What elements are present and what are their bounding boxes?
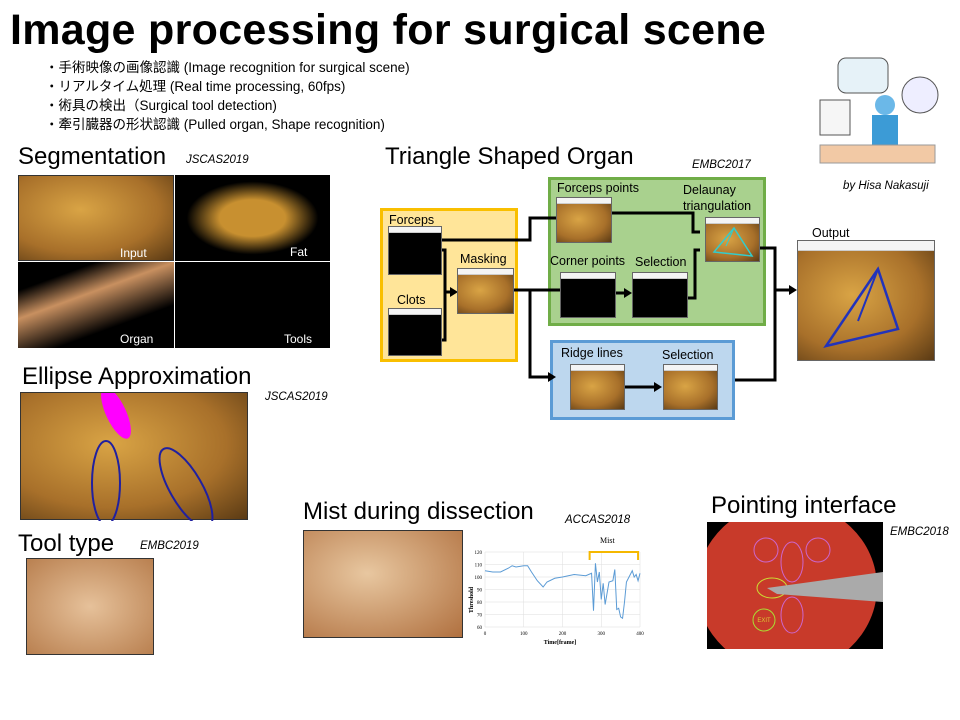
segmentation-ref: JSCAS2019: [186, 154, 249, 166]
y-tick-label: 90: [477, 589, 483, 594]
selection-window: [632, 272, 688, 318]
y-tick-label: 80: [477, 601, 483, 606]
forceps-window: [388, 226, 442, 275]
ridge-lines-window: [570, 364, 625, 410]
mist-ref: ACCAS2018: [565, 514, 631, 526]
x-tick-label: 200: [559, 632, 567, 637]
mist-bracket: [588, 551, 640, 560]
x-tick-label: 300: [598, 632, 606, 637]
mist-threshold-chart: Mist Time[frame] Threshold 60 70 80 90 100 11…: [469, 536, 644, 646]
segmentation-fat-image: Fat: [175, 175, 330, 261]
y-tick-label: 60: [477, 626, 483, 631]
forceps-points-window: [556, 197, 612, 243]
output-window: [797, 240, 935, 361]
x-tick-label: 100: [520, 632, 528, 637]
bullet-item: ・手術映像の画像認識 (Image recognition for surgic…: [45, 60, 410, 75]
ridge-selection-label: Selection: [662, 348, 714, 362]
bullet-item: ・牽引臓器の形状認識 (Pulled organ, Shape recognit…: [45, 117, 385, 132]
forceps-points-label: Forceps points: [557, 181, 639, 195]
chart-annotation: Mist: [600, 536, 615, 545]
ridge-selection-window: [663, 364, 718, 410]
y-axis-label: Threshold: [469, 586, 475, 613]
bullet-list: ・手術映像の画像認識 (Image recognition for surgic…: [45, 58, 410, 134]
image-label: Input: [120, 246, 147, 260]
forceps-label: Forceps: [389, 213, 435, 227]
pointing-heading: Pointing interface: [711, 492, 897, 519]
segmentation-organ-image: Organ: [18, 262, 174, 348]
tooltype-heading: Tool type: [18, 530, 115, 557]
image-label: Fat: [290, 245, 308, 259]
clots-label: Clots: [397, 293, 426, 307]
segmentation-tools-image: Tools: [175, 262, 330, 348]
selection-label: Selection: [635, 255, 687, 269]
delaunay-window: [705, 217, 760, 262]
y-tick-label: 110: [475, 564, 483, 569]
x-tick-label: 400: [636, 632, 644, 637]
ellipse-heading: Ellipse Approximation: [22, 363, 252, 390]
bullet-item: ・術具の検出（Surgical tool detection): [45, 98, 277, 113]
ellipse-ref: JSCAS2019: [265, 391, 328, 403]
image-label: Organ: [120, 332, 154, 346]
masking-window: [457, 268, 514, 314]
surgeon-illustration: [810, 50, 945, 170]
tooltype-ref: EMBC2019: [140, 540, 199, 552]
ridge-lines-label: Ridge lines: [561, 346, 623, 360]
image-label: Tools: [284, 332, 313, 346]
corner-points-label: Corner points: [550, 254, 626, 268]
segmentation-input-image: Input: [18, 175, 174, 261]
delaunay-label: Delaunay triangulation: [683, 183, 752, 213]
masking-label: Masking: [460, 252, 507, 266]
credit: by Hisa Nakasuji: [843, 180, 929, 192]
clots-window: [388, 308, 442, 356]
y-tick-label: 70: [477, 614, 483, 619]
x-axis-label: Time[frame]: [544, 640, 577, 646]
exit-label: EXIT: [757, 618, 771, 624]
mist-image: [303, 530, 463, 638]
x-tick-label: 0: [484, 632, 487, 637]
pointing-ref: EMBC2018: [890, 526, 949, 538]
y-tick-label: 100: [475, 576, 483, 581]
mist-heading: Mist during dissection: [303, 498, 534, 525]
tool-type-image: [26, 558, 154, 655]
ellipse-approximation-image: [20, 392, 248, 521]
bullet-item: ・リアルタイム処理 (Real time processing, 60fps): [45, 79, 346, 94]
triangle-heading: Triangle Shaped Organ: [385, 143, 634, 170]
pointing-interface-image: EXIT: [707, 522, 883, 649]
segmentation-heading: Segmentation: [18, 143, 167, 170]
threshold-series-line: [484, 563, 641, 620]
y-tick-label: 120: [475, 551, 483, 556]
corner-points-window: [560, 272, 616, 318]
triangle-ref: EMBC2017: [692, 159, 751, 171]
output-label: Output: [812, 226, 850, 240]
slide-title: Image processing for surgical scene: [10, 6, 767, 54]
